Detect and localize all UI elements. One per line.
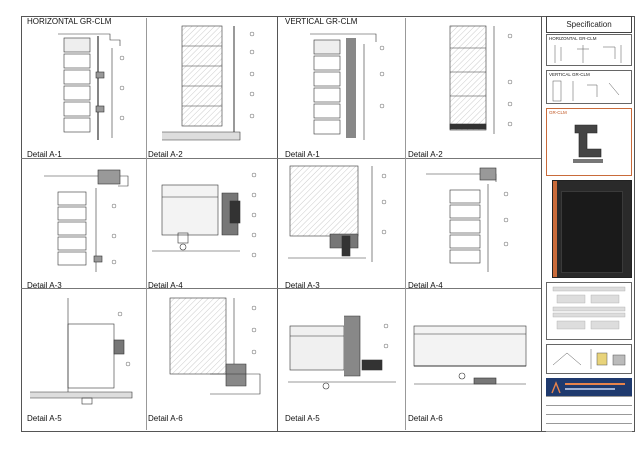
detail-label: Detail A-1 [27,150,62,159]
spec-thumb-clip: GR-CLM [546,108,632,176]
detail-drawing-r1c1 [58,33,125,140]
detail-drawing-r3c2 [169,297,261,395]
center-divider [277,16,278,432]
detail-label: Detail A-5 [285,414,320,423]
detail-drawing-r2c4 [426,167,509,272]
spec-thumb-drawing [554,45,622,63]
title-block-row [546,414,632,423]
detail-label: Detail A-5 [27,414,62,423]
detail-label: Detail A-3 [285,281,320,290]
spec-thumb-caption: VERTICAL GR-CLM [549,72,590,77]
spec-sketch-drawing [552,349,626,369]
detail-drawing-r2c2 [152,172,257,258]
detail-drawing-r1c2 [162,25,255,141]
logo-bar [565,388,615,390]
col-divider-left [146,18,147,430]
detail-label: Detail A-4 [148,281,183,290]
vertical-title: VERTICAL GR-CLM [285,17,358,26]
panel-photo-inner [561,191,623,273]
col-divider-right [405,18,406,430]
detail-label: Detail A-2 [148,150,183,159]
detail-label: Detail A-6 [408,414,443,423]
detail-drawing-r2c1 [44,169,129,272]
row-divider-1 [21,158,541,159]
detail-label: Detail A-6 [148,414,183,423]
company-logo-block [546,378,632,396]
title-block-row [546,423,632,432]
spec-thumb-drawing [552,80,620,102]
spec-thumb-caption: HORIZONTAL GR-CLM [549,36,597,41]
row-divider-2 [21,288,541,289]
spec-detail-sketch [546,344,632,374]
spec-table-drawing [552,286,626,330]
drawing-sheet [21,16,635,432]
spec-thumb-caption: GR-CLM [549,110,567,115]
spec-header: Specification [546,16,632,33]
spec-table-diagram [546,282,632,340]
spec-thumb-horizontal: HORIZONTAL GR-CLM [546,34,632,66]
horizontal-title: HORIZONTAL GR-CLM [27,17,112,26]
logo-bar [565,383,625,385]
company-logo-icon [551,381,561,394]
panel-edge [553,181,557,277]
detail-drawing-r3c1 [30,298,133,405]
title-block-row [546,405,632,414]
title-block-row [546,396,632,405]
detail-drawing-r1c3 [310,33,385,140]
spec-header-text: Specification [566,20,612,29]
detail-label: Detail A-1 [285,150,320,159]
detail-drawing-r3c4 [413,325,527,385]
detail-label: Detail A-3 [27,281,62,290]
panel-photo [552,180,632,278]
detail-label: Detail A-4 [408,281,443,290]
detail-drawing-r3c3 [288,315,396,390]
detail-label: Detail A-2 [408,150,443,159]
detail-drawing-r1c4 [449,25,513,134]
clip-bracket-image [573,124,603,163]
detail-drawing-r2c3 [288,165,387,262]
spec-divider [541,16,542,432]
spec-thumb-vertical: VERTICAL GR-CLM [546,70,632,104]
